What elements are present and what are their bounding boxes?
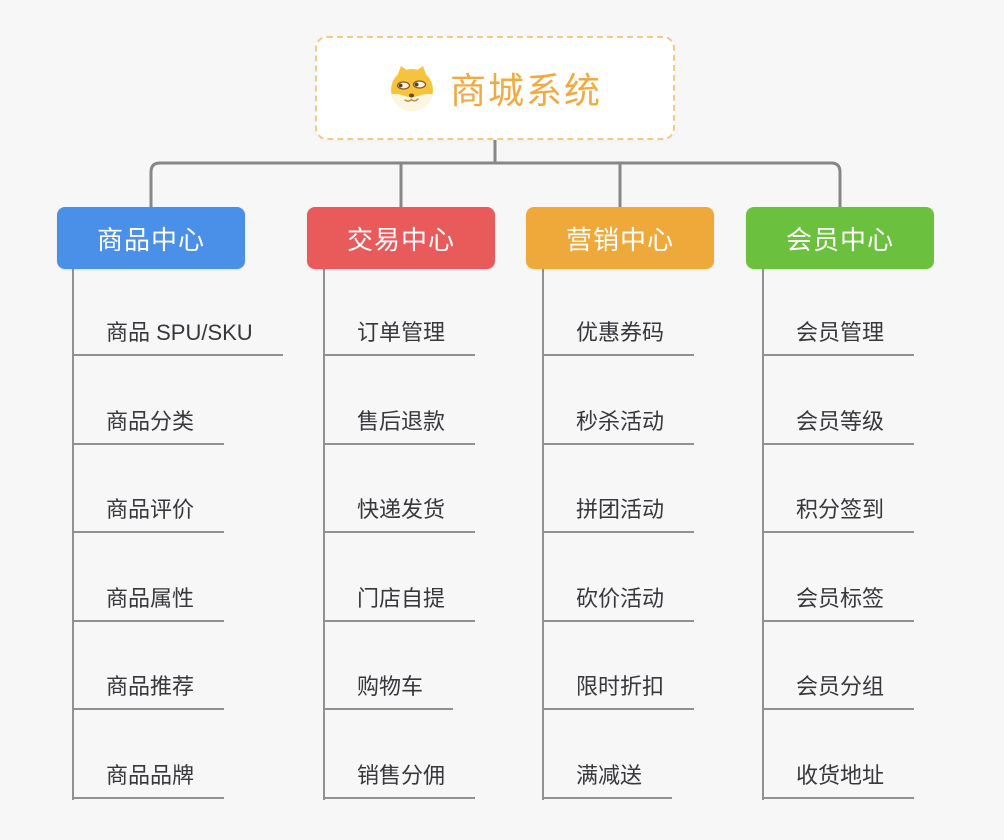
branch-product-center[interactable]: 商品中心 — [57, 207, 245, 269]
connector-root-bus — [149, 139, 842, 207]
subtopic-trade-5[interactable]: 销售分佣 — [324, 762, 476, 799]
root-topic[interactable]: 商城系统 — [315, 36, 675, 140]
subtopic-trade-2[interactable]: 快递发货 — [324, 496, 476, 533]
doge-icon — [390, 66, 433, 111]
branch-label: 会员中心 — [785, 224, 894, 255]
subtopic-marketing-5[interactable]: 满减送 — [543, 762, 673, 799]
subtopic-member-1[interactable]: 会员等级 — [763, 408, 915, 445]
subtopic-marketing-1[interactable]: 秒杀活动 — [543, 408, 695, 445]
subtopic-trade-0[interactable]: 订单管理 — [324, 319, 476, 356]
branch-marketing-center[interactable]: 营销中心 — [526, 207, 714, 269]
subtopic-product-5[interactable]: 商品品牌 — [73, 762, 225, 799]
subtopic-marketing-2[interactable]: 拼团活动 — [543, 496, 695, 533]
subtopic-product-4[interactable]: 商品推荐 — [73, 673, 225, 710]
subtopic-marketing-3[interactable]: 砍价活动 — [543, 585, 695, 622]
subtopic-product-1[interactable]: 商品分类 — [73, 408, 225, 445]
subtopic-member-4[interactable]: 会员分组 — [763, 673, 915, 710]
branch-label: 交易中心 — [346, 224, 455, 255]
subtopic-member-5[interactable]: 收货地址 — [763, 762, 915, 799]
branch-trade-center[interactable]: 交易中心 — [307, 207, 495, 269]
subtopic-product-3[interactable]: 商品属性 — [73, 585, 225, 622]
root-topic-title: 商城系统 — [449, 70, 602, 111]
subtopic-trade-1[interactable]: 售后退款 — [324, 408, 476, 445]
subtopic-trade-3[interactable]: 门店自提 — [324, 585, 476, 622]
branch-member-center[interactable]: 会员中心 — [746, 207, 934, 269]
subtopic-member-2[interactable]: 积分签到 — [763, 496, 915, 533]
subtopic-member-0[interactable]: 会员管理 — [763, 319, 915, 356]
subtopic-member-3[interactable]: 会员标签 — [763, 585, 915, 622]
subtopic-trade-4[interactable]: 购物车 — [324, 673, 454, 710]
subtopic-product-0[interactable]: 商品 SPU/SKU — [73, 319, 283, 356]
subtopic-product-2[interactable]: 商品评价 — [73, 496, 225, 533]
subtopic-marketing-4[interactable]: 限时折扣 — [543, 673, 695, 710]
subtopic-marketing-0[interactable]: 优惠券码 — [543, 319, 695, 356]
branch-label: 商品中心 — [96, 224, 205, 255]
branch-label: 营销中心 — [565, 224, 674, 255]
